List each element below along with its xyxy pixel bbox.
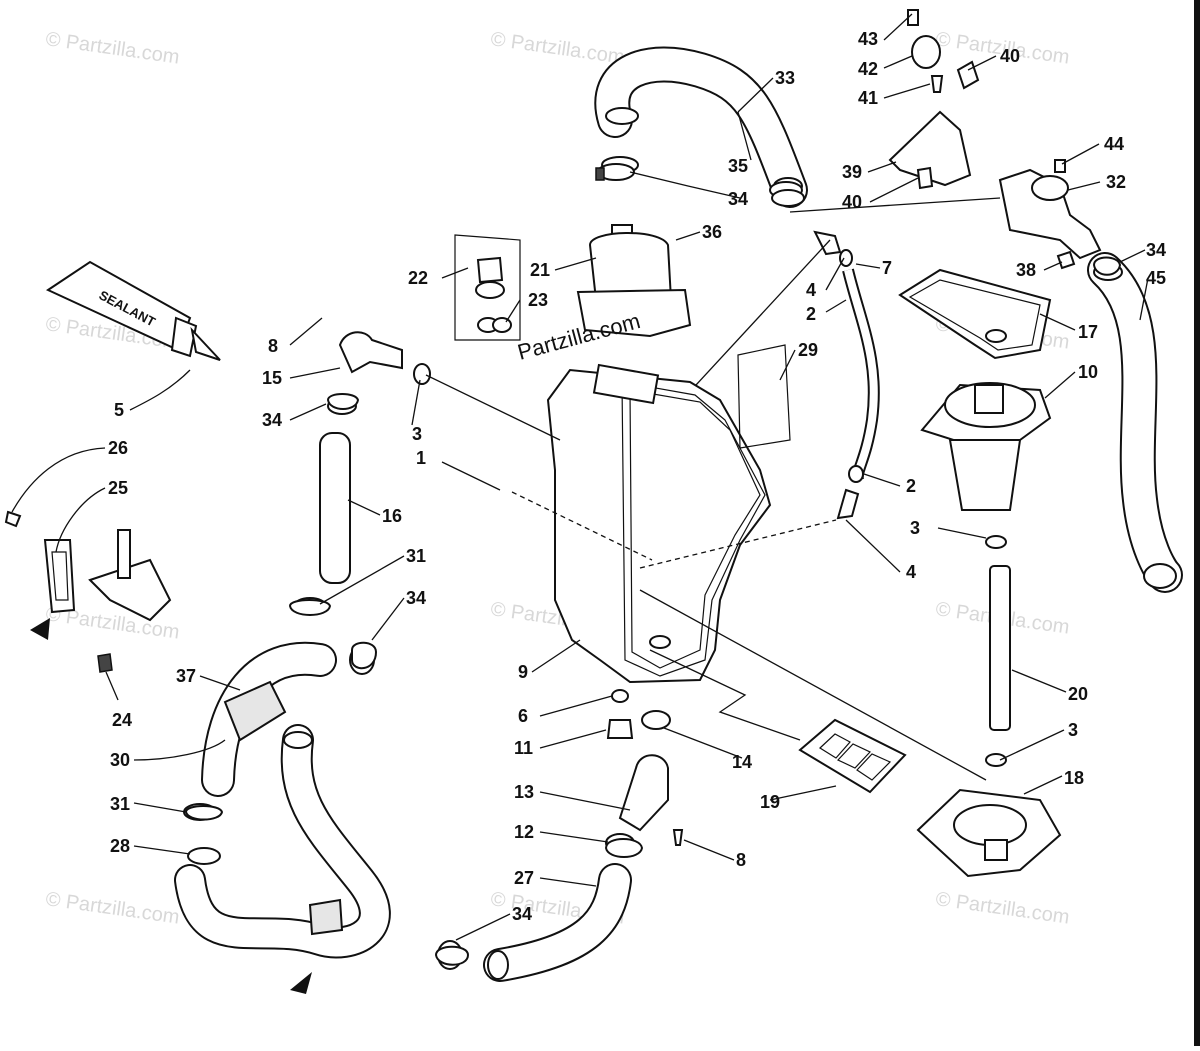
callout-2: 2 [806, 304, 816, 324]
callout-36: 36 [702, 222, 722, 242]
callout-27: 27 [514, 868, 534, 888]
callout-31: 31 [406, 546, 426, 566]
callout-42: 42 [858, 59, 878, 79]
callout-4: 4 [806, 280, 816, 300]
edge-bar [1194, 0, 1200, 1046]
callout-44: 44 [1104, 134, 1124, 154]
callout-7: 7 [882, 258, 892, 278]
callout-5: 5 [114, 400, 124, 420]
callout-11: 11 [514, 738, 533, 758]
mount-bracket [888, 9, 980, 190]
callout-18: 18 [1064, 768, 1084, 788]
watermark: © Partzilla.com [489, 28, 626, 69]
bracket-assembly [4, 510, 172, 673]
callout-22: 22 [408, 268, 428, 288]
callout-26: 26 [108, 438, 128, 458]
callout-15: 15 [262, 368, 282, 388]
callout-17: 17 [1078, 322, 1098, 342]
left-hoses [174, 331, 431, 994]
callout-9: 9 [518, 662, 528, 682]
callout-41: 41 [858, 88, 878, 108]
callout-25: 25 [108, 478, 128, 498]
pump-housing [998, 159, 1102, 270]
arrow-marker [30, 618, 50, 640]
callout-34: 34 [728, 189, 748, 209]
pickup-assembly [898, 268, 1062, 878]
callout-39: 39 [842, 162, 862, 182]
callout-35: 35 [728, 156, 748, 176]
callout-34: 34 [1146, 240, 1166, 260]
callout-13: 13 [514, 782, 534, 802]
callout-3: 3 [1068, 720, 1078, 740]
callout-33: 33 [775, 68, 795, 88]
callout-28: 28 [110, 836, 130, 856]
filler-cap [454, 234, 521, 341]
callout-3: 3 [910, 518, 920, 538]
callout-10: 10 [1078, 362, 1098, 382]
callout-37: 37 [176, 666, 196, 686]
callout-19: 19 [760, 792, 780, 812]
callout-16: 16 [382, 506, 402, 526]
callout-12: 12 [514, 822, 534, 842]
callout-21: 21 [530, 260, 550, 280]
callout-38: 38 [1016, 260, 1036, 280]
callout-34: 34 [406, 588, 426, 608]
callout-6: 6 [518, 706, 528, 726]
callout-8: 8 [736, 850, 746, 870]
callout-14: 14 [732, 752, 752, 772]
arrow-marker [290, 972, 312, 994]
callout-numbers: 43 42 40 41 33 44 32 39 40 35 34 36 21 2… [108, 29, 1166, 924]
leader-lines [11, 13, 1149, 941]
callout-45: 45 [1146, 268, 1166, 288]
callout-3: 3 [412, 424, 422, 444]
callout-34: 34 [262, 410, 282, 430]
callout-32: 32 [1106, 172, 1126, 192]
callout-20: 20 [1068, 684, 1088, 704]
return-hose [1087, 252, 1183, 593]
callout-29: 29 [798, 340, 818, 360]
callout-24: 24 [112, 710, 132, 730]
resonator [576, 224, 692, 338]
callout-8: 8 [268, 336, 278, 356]
watermark: © Partzilla.com [44, 888, 181, 929]
oil-tank [546, 363, 772, 684]
center-logo: Partzilla.com [515, 308, 643, 365]
decals [737, 344, 907, 794]
callout-40: 40 [1000, 46, 1020, 66]
watermark: © Partzilla.com [934, 888, 1071, 929]
callout-30: 30 [110, 750, 130, 770]
intake-hose-upper [594, 46, 808, 208]
vent-line [813, 230, 880, 520]
callout-43: 43 [858, 29, 878, 49]
tank-fittings [605, 689, 684, 853]
callout-34: 34 [512, 904, 532, 924]
callout-40: 40 [842, 192, 862, 212]
callout-1: 1 [416, 448, 426, 468]
callout-23: 23 [528, 290, 548, 310]
callout-2: 2 [906, 476, 916, 496]
watermark: © Partzilla.com [44, 28, 181, 69]
callout-4: 4 [906, 562, 916, 582]
callout-31: 31 [110, 794, 130, 814]
